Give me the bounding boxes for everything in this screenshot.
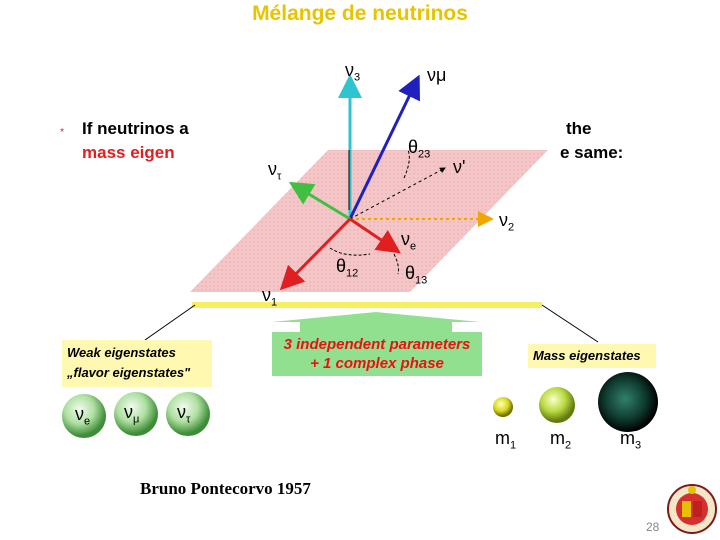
nue-vector xyxy=(349,217,401,254)
sphere-nutau xyxy=(166,392,210,436)
label-nu1: ν1 xyxy=(262,285,278,309)
mixing-plane xyxy=(190,150,548,292)
sphere-label-nue: νe xyxy=(75,404,91,428)
author-caption: Bruno Pontecorvo 1957 xyxy=(140,479,311,498)
label-nue: νe xyxy=(401,229,417,253)
label-nu3: ν3 xyxy=(345,60,361,84)
mass-label-m1: m1 xyxy=(495,428,517,452)
bullet-text-line2-left: mass eigen xyxy=(82,143,175,162)
weak-box-line2: „flavor eigenstates" xyxy=(67,365,191,380)
label-theta12: θ12 xyxy=(336,256,359,280)
sphere-label-numu: νμ xyxy=(124,402,140,426)
bullet-text-line1-left: If neutrinos a xyxy=(82,119,189,138)
mass-label-m3: m3 xyxy=(620,428,642,452)
theta12-arc xyxy=(329,247,371,256)
weak-box-line1: Weak eigenstates xyxy=(67,345,176,360)
theta13-arc xyxy=(393,253,399,275)
label-nutau: ντ xyxy=(268,159,282,183)
parameters-line1: 3 independent parameters xyxy=(283,336,471,353)
label-theta13: θ13 xyxy=(405,263,428,287)
label-theta23: θ23 xyxy=(408,137,431,161)
sphere-m1 xyxy=(493,397,513,417)
bullet-text-line1-right: the xyxy=(566,119,592,138)
parameters-line2: + 1 complex phase xyxy=(310,355,444,372)
mass-eigenstates-box: Mass eigenstates xyxy=(528,344,656,368)
up-arrow-head xyxy=(272,312,480,332)
page-title: Mélange de neutrinos xyxy=(252,2,468,25)
nu1-axis xyxy=(279,217,352,291)
bullet-text-line2-right: e same: xyxy=(560,143,624,162)
sphere-nue xyxy=(62,394,106,438)
label-numu: νμ xyxy=(427,65,447,85)
sphere-m3 xyxy=(598,372,658,432)
bullet-star-icon: ⋆ xyxy=(58,122,67,137)
yellow-bar xyxy=(192,302,542,308)
label-nuprime: ν' xyxy=(453,157,466,177)
weak-eigenstates-box: Weak eigenstates „flavor eigenstates" xyxy=(62,340,212,387)
sphere-m2 xyxy=(539,387,575,423)
funnel-line-right xyxy=(541,304,599,343)
university-seal-logo xyxy=(667,484,717,534)
sphere-label-nutau: ντ xyxy=(177,402,191,426)
sphere-numu xyxy=(114,392,158,436)
parameters-box: 3 independent parameters + 1 complex pha… xyxy=(272,332,482,376)
funnel-line-left xyxy=(144,304,196,341)
numu-vector xyxy=(348,74,420,220)
page-number: 28 xyxy=(646,520,660,534)
mass-label-m2: m2 xyxy=(550,428,572,452)
label-nu2: ν2 xyxy=(499,210,515,234)
nutau-vector xyxy=(288,181,351,221)
theta23-arc xyxy=(403,149,410,179)
